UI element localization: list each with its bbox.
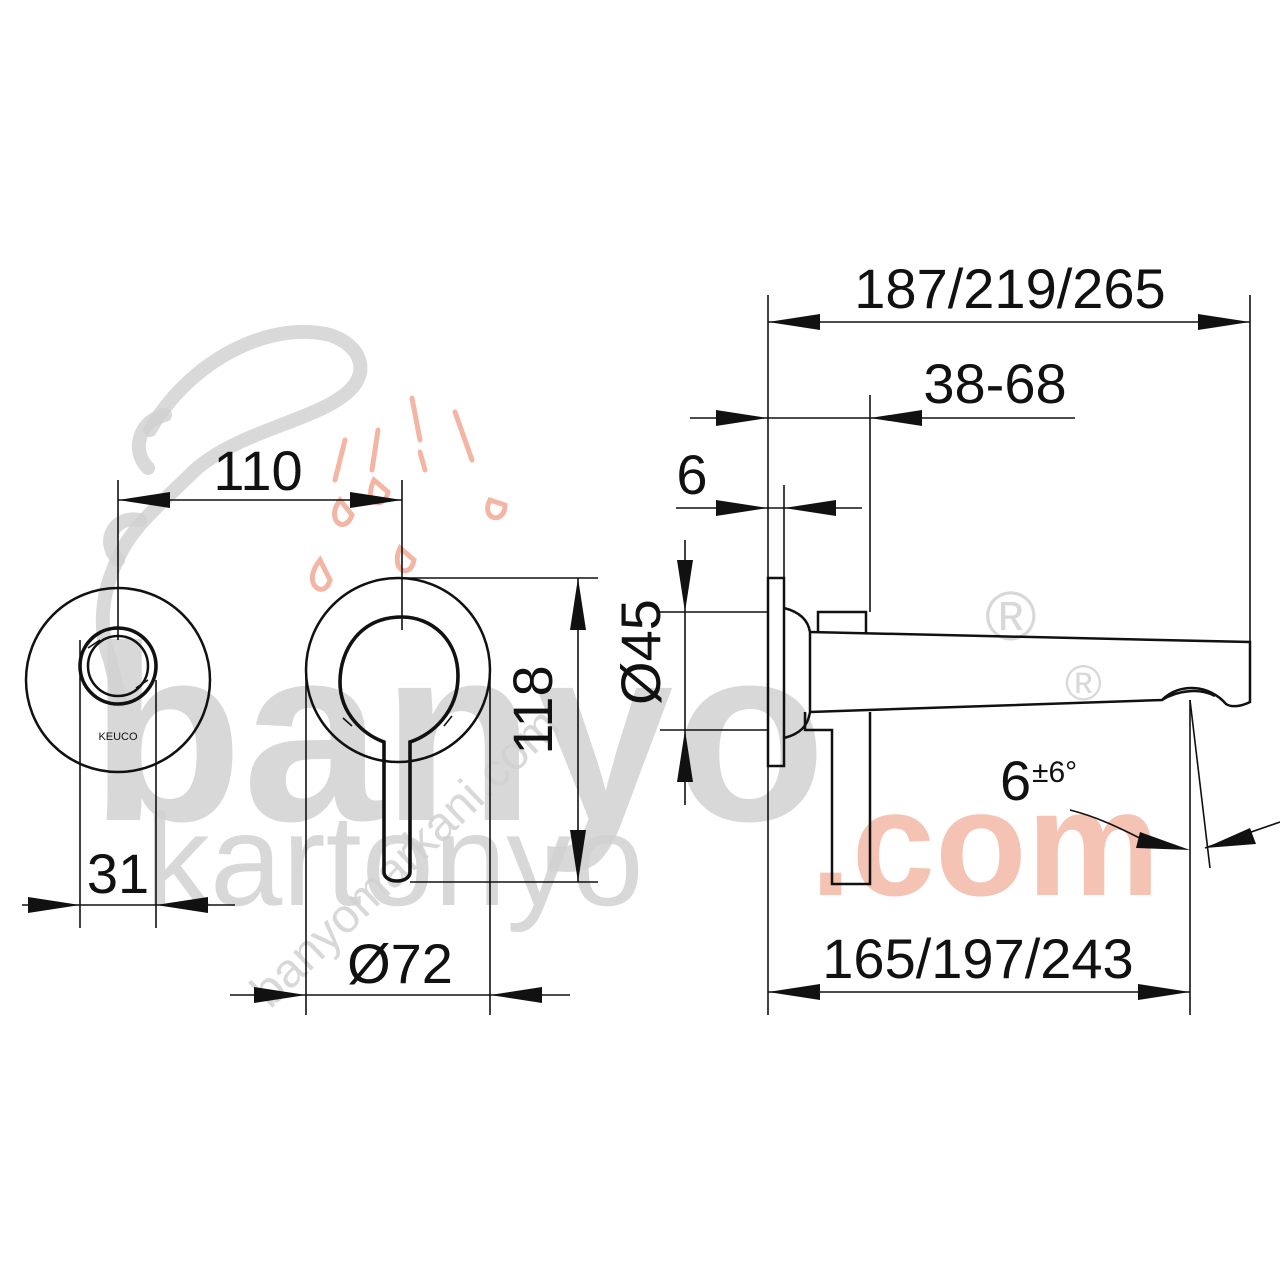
watermark-word-main: banyo [90, 594, 826, 873]
watermark-domain: .com [810, 759, 1160, 927]
front-view-diverter: KEUCO 31 [22, 480, 235, 928]
brand-mark: KEUCO [98, 731, 138, 743]
dim-total-length-label: 187/219/265 [854, 257, 1165, 320]
dim-angle-tolerance-label: ±6° [1032, 756, 1077, 789]
dim-angle-base-label: 6 [1000, 749, 1031, 812]
dim-110-label: 110 [213, 439, 302, 502]
dim-center-distance: 110 [118, 439, 403, 630]
dim-d72-label: Ø72 [347, 932, 453, 995]
dim-d45-label: Ø45 [609, 599, 672, 705]
dim-thickness-label: 6 [676, 443, 707, 506]
front-view-lever: 118 Ø72 [230, 576, 598, 1015]
dim-31-label: 31 [87, 842, 149, 905]
dim-spout-length-label: 165/197/243 [822, 927, 1133, 990]
watermark-water-drops-icon [309, 395, 508, 592]
dim-wall-depth-label: 38-68 [923, 352, 1066, 415]
side-view-spout: 187/219/265 38-68 6 Ø45 165/197/243 6 ±6… [609, 257, 1280, 1015]
dim-118-label: 118 [501, 665, 564, 754]
watermark-word-sub: kartonyo [145, 787, 644, 933]
watermark-registered-symbol: ® [985, 577, 1037, 655]
